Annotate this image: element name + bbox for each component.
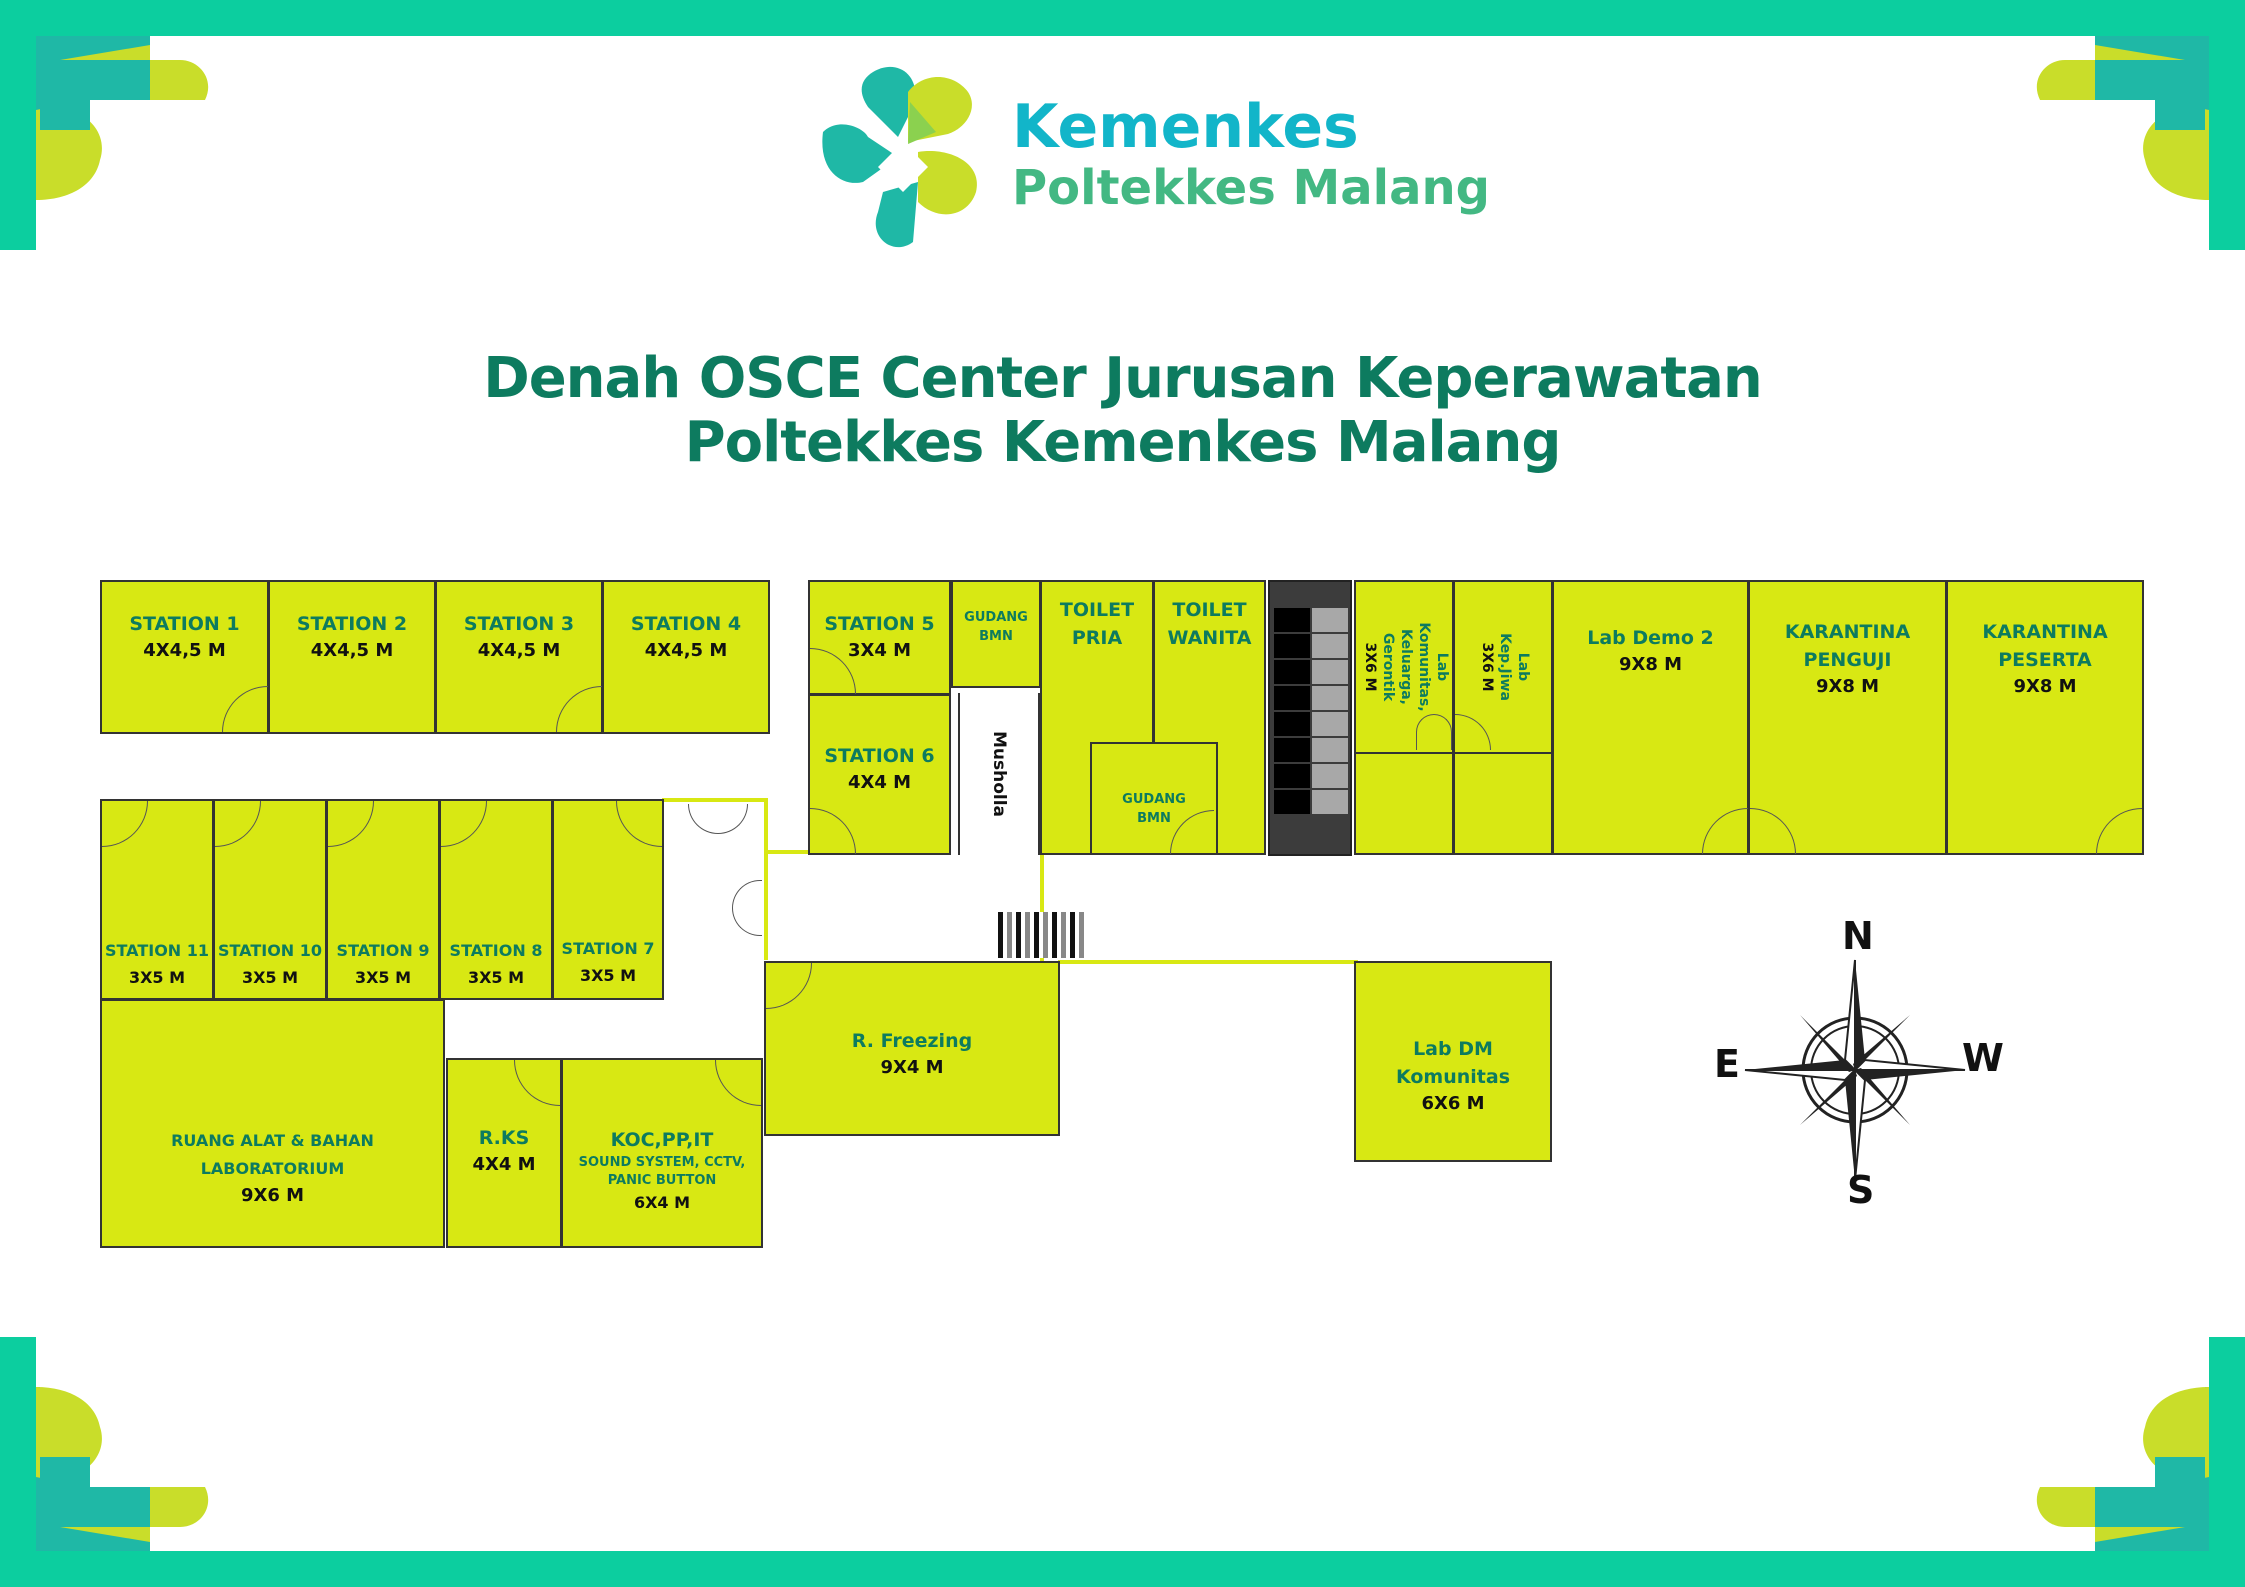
room-freezing[interactable]: R. Freezing 9X4 M: [764, 961, 1060, 1136]
corridor-vertical-left: [764, 798, 768, 960]
kemenkes-logo: [808, 62, 1008, 252]
compass-west-label: W: [1962, 1036, 2004, 1080]
top-band: [0, 0, 2245, 36]
stairs: [1268, 580, 1352, 856]
door-corridor-upper: [688, 804, 748, 834]
map-title-line-2: Poltekkes Kemenkes Malang: [684, 410, 1562, 475]
room-gudang-bmn-top[interactable]: GUDANG BMN: [951, 580, 1041, 688]
room-musholla[interactable]: Musholla: [958, 693, 1040, 855]
corridor-upper: [662, 798, 768, 802]
room-karantina-peserta[interactable]: KARANTINA PESERTA 9X8 M: [1946, 580, 2144, 855]
room-lab-demo-2[interactable]: Lab Demo 2 9X8 M: [1552, 580, 1749, 855]
door-corridor-side: [732, 880, 762, 936]
ramp-stripes: [996, 912, 1086, 958]
compass-south-label: S: [1847, 1168, 1875, 1212]
brand-subtitle: Poltekkes Malang: [1012, 160, 1491, 216]
corridor-link: [764, 850, 810, 854]
corridor-lower: [1058, 960, 1358, 964]
bottom-band: [0, 1551, 2245, 1587]
compass-east-label: E: [1714, 1042, 1740, 1086]
compass-rose-icon: [1744, 959, 1966, 1181]
corner-ornament-top-left: [0, 0, 250, 250]
room-lab-dm-komunitas[interactable]: Lab DM Komunitas 6X6 M: [1354, 961, 1552, 1162]
room-ruang-alat-bahan[interactable]: RUANG ALAT & BAHAN LABORATORIUM 9X6 M: [100, 999, 445, 1248]
corner-ornament-top-right: [1995, 0, 2245, 250]
room-karantina-penguji[interactable]: KARANTINA PENGUJI 9X8 M: [1748, 580, 1947, 855]
corner-ornament-bottom-right: [1995, 1337, 2245, 1587]
map-title-line-1: Denah OSCE Center Jurusan Keperawatan: [483, 346, 1763, 411]
brand-name: Kemenkes: [1012, 92, 1359, 162]
door-lab-komunitas: [1416, 714, 1452, 750]
room-gudang-bmn-bottom[interactable]: GUDANG BMN: [1090, 742, 1218, 855]
corridor-vertical-center: [1040, 853, 1044, 963]
room-station-2[interactable]: STATION 2 4X4,5 M: [268, 580, 436, 734]
room-station-4[interactable]: STATION 4 4X4,5 M: [602, 580, 770, 734]
corner-ornament-bottom-left: [0, 1337, 250, 1587]
compass-north-label: N: [1842, 914, 1874, 958]
